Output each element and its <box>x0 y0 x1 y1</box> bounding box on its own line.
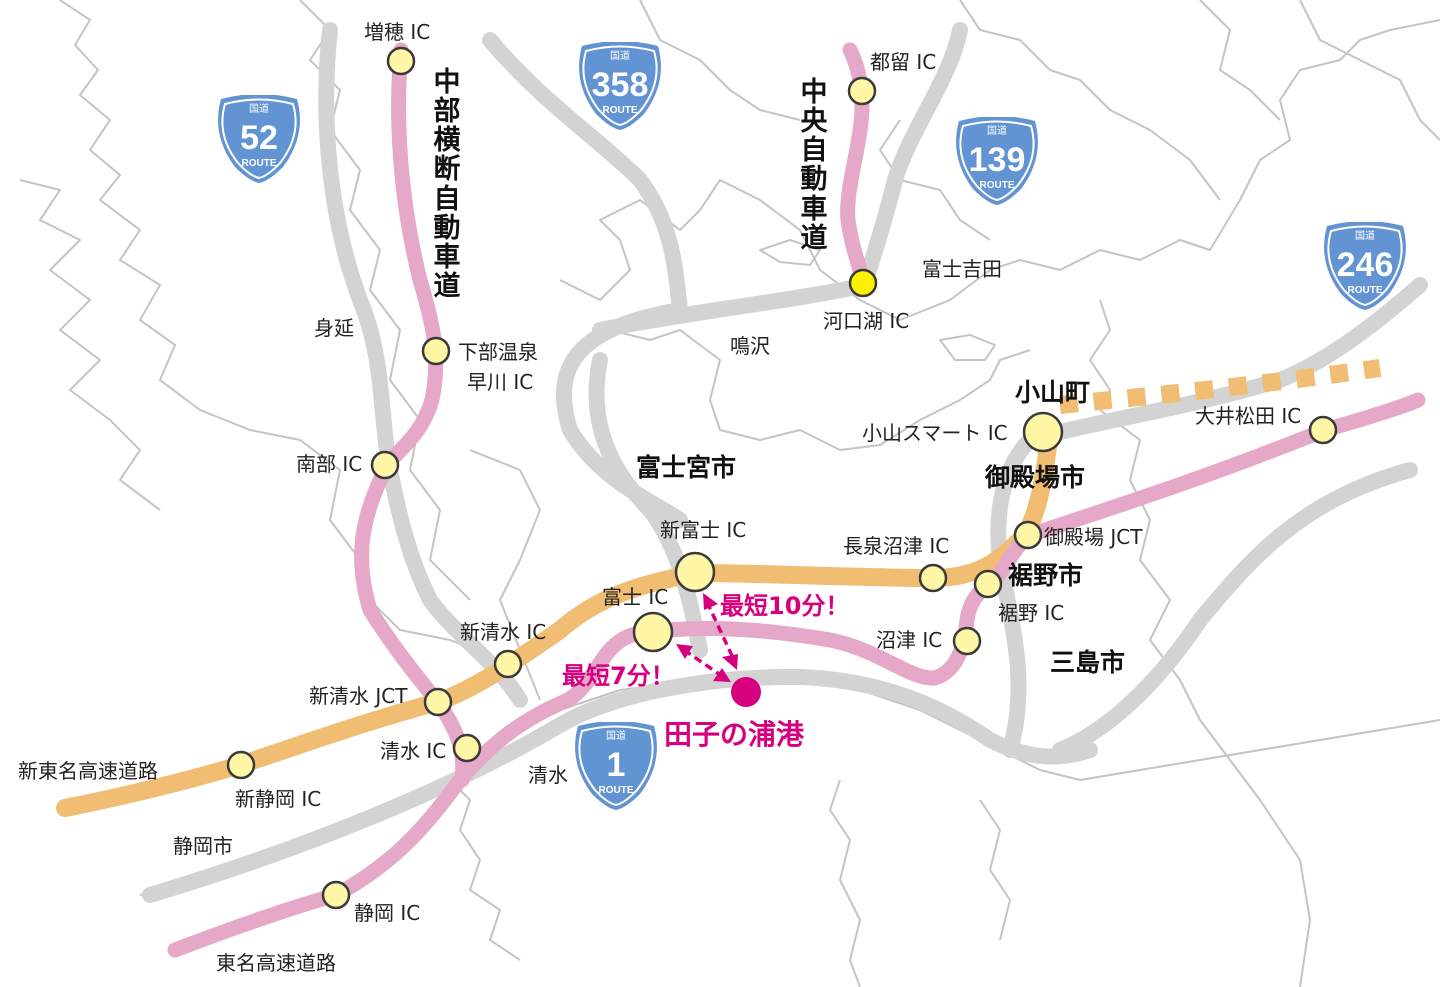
ic-kawaguchiko-label: 河口湖 IC <box>823 309 910 333</box>
route-246-shield: 国道 246 ROUTE <box>1319 221 1411 312</box>
ic-tsuru <box>847 76 877 106</box>
ic-oimatsuda <box>1308 415 1338 445</box>
time-arrows <box>683 601 736 678</box>
route-1-shield: 国道 1 ROUTE <box>570 721 662 812</box>
ic-fuji-label: 富士 IC <box>602 585 669 609</box>
ic-tsuru-label: 都留 IC <box>870 50 937 74</box>
ic-nanbu-label: 南部 IC <box>296 452 363 476</box>
ic-gotemba-jct <box>1013 520 1043 550</box>
shield-route: ROUTE <box>598 785 634 796</box>
ic-fuji <box>632 611 674 653</box>
chuo-expressway-label: 中央自動車道 <box>800 77 828 254</box>
ic-shinshimizu-label: 新清水 IC <box>460 620 547 644</box>
shield-icon <box>956 116 1038 205</box>
ic-shimobe-label: 下部温泉 <box>458 340 538 364</box>
ic-nanbu <box>370 450 400 480</box>
ic-nagaizumi-label: 長泉沼津 IC <box>843 534 950 558</box>
ic-shinshimizu-jct <box>423 687 453 717</box>
place-shizuoka-city: 静岡市 <box>173 834 233 858</box>
destination-marker <box>731 677 761 707</box>
ic-numazu <box>952 626 982 656</box>
city-fujinomiya: 富士宮市 <box>636 453 737 482</box>
shield-number: 246 <box>1336 246 1394 284</box>
ic-shizuoka <box>321 880 351 910</box>
ic-gotemba-jct-label: 御殿場 JCT <box>1044 525 1143 549</box>
city-mishima: 三島市 <box>1050 648 1126 677</box>
route-358-shield: 国道 358 ROUTE <box>574 41 666 132</box>
shield-route: ROUTE <box>241 158 277 169</box>
arrow-heads <box>676 593 738 682</box>
ic-shimizu <box>452 733 482 763</box>
shield-icon <box>1324 221 1406 310</box>
ic-oyama-smart-label: 小山スマート IC <box>862 421 1008 445</box>
shield-number: 1 <box>606 746 626 784</box>
ic-susono-label: 裾野 IC <box>998 601 1065 625</box>
ic-shinshimizu <box>493 649 523 679</box>
place-minobu: 身延 <box>314 316 354 340</box>
route-52-shield: 国道 52 ROUTE <box>213 94 305 185</box>
shield-number: 52 <box>240 119 278 157</box>
shield-icon <box>218 94 300 183</box>
place-shimizu: 清水 <box>528 763 568 787</box>
interchange-markers <box>226 46 1338 910</box>
tomei-expressway <box>167 392 1426 958</box>
destination-name: 田子の浦港 <box>664 718 805 751</box>
shield-kokudo: 国道 <box>606 731 626 742</box>
ic-kawaguchiko <box>848 268 878 298</box>
ic-shizuoka-label: 静岡 IC <box>354 901 421 925</box>
place-narusawa: 鳴沢 <box>730 334 770 358</box>
ic-susono <box>973 569 1003 599</box>
ic-hayakawa-label: 早川 IC <box>467 370 534 394</box>
ic-shinshizuoka-label: 新静岡 IC <box>235 787 322 811</box>
ic-shimizu-label: 清水 IC <box>380 739 447 763</box>
ic-shinfuji <box>674 551 716 593</box>
ic-shinshimizu-jct-label: 新清水 JCT <box>309 684 408 708</box>
ic-shinshizuoka <box>226 750 256 780</box>
shield-kokudo: 国道 <box>1355 231 1375 242</box>
city-oyama: 小山町 <box>1015 378 1091 407</box>
shield-kokudo: 国道 <box>987 126 1007 137</box>
ic-oyama <box>1022 411 1064 453</box>
shield-route: ROUTE <box>1347 285 1383 296</box>
ic-masuho <box>386 46 416 76</box>
shield-number: 358 <box>591 66 649 104</box>
place-fujiyoshida: 富士吉田 <box>922 257 1002 281</box>
tomei-label: 東名高速道路 <box>216 951 336 975</box>
shintomei-label: 新東名高速道路 <box>18 759 158 783</box>
shintomei-expressway <box>56 423 1059 817</box>
shield-icon <box>575 721 657 810</box>
ic-masuho-label: 増穂 IC <box>364 20 431 44</box>
route-139-shield: 国道 139 ROUTE <box>951 116 1043 207</box>
shield-number: 139 <box>968 141 1026 179</box>
ic-shimobe <box>421 336 451 366</box>
shield-route: ROUTE <box>979 180 1015 191</box>
ic-numazu-label: 沼津 IC <box>876 628 943 652</box>
time-from-fuji: 最短7分！ <box>562 662 675 690</box>
ic-oimatsuda-label: 大井松田 IC <box>1195 404 1302 428</box>
shield-route: ROUTE <box>602 105 638 116</box>
shield-kokudo: 国道 <box>610 51 630 62</box>
time-from-shinfuji: 最短10分！ <box>720 592 850 620</box>
city-gotemba: 御殿場市 <box>985 463 1086 492</box>
city-susono: 裾野市 <box>1008 561 1084 590</box>
shield-icon <box>579 41 661 130</box>
ic-shinfuji-label: 新富士 IC <box>660 518 747 542</box>
planned-expressway <box>1059 359 1382 414</box>
ic-nagaizumi <box>918 563 948 593</box>
chubu-expressway-label: 中部横断自動車道 <box>433 67 461 303</box>
shield-kokudo: 国道 <box>249 104 269 115</box>
